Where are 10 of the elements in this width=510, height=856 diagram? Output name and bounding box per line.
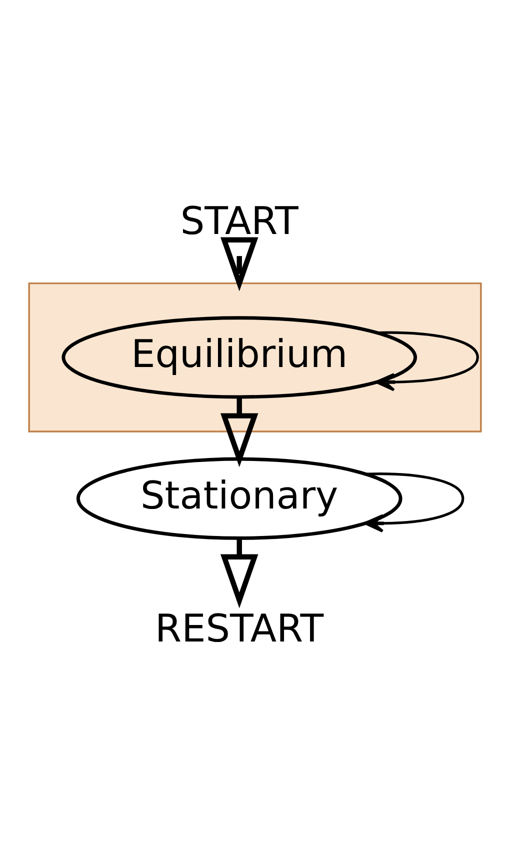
arrow <box>220 538 258 608</box>
arrow <box>220 396 258 468</box>
node-text: START <box>180 200 298 244</box>
node-text: RESTART <box>155 608 324 652</box>
node-ellipse: Equilibrium <box>62 316 418 399</box>
node-ellipse: Stationary <box>76 457 402 540</box>
cluster <box>28 282 482 432</box>
arrow <box>220 237 258 292</box>
arrow <box>364 472 464 532</box>
arrow <box>375 331 479 392</box>
